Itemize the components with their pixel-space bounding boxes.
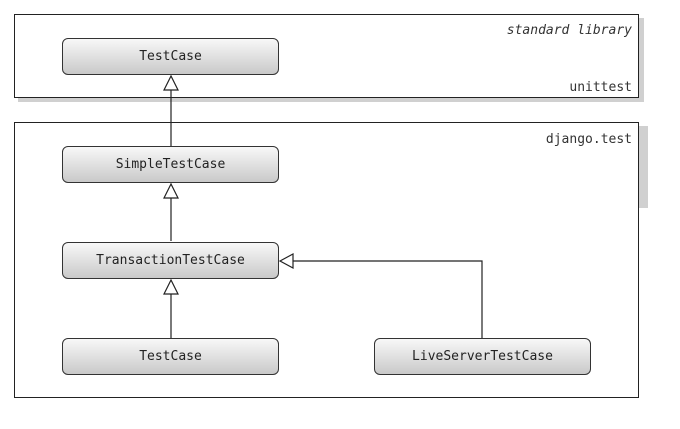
standard-library-caption: standard library [506, 23, 632, 38]
unittest-package-name: unittest [569, 80, 632, 95]
transaction-inherit-arrowhead [163, 278, 179, 295]
django-test-package-name: django.test [545, 132, 632, 147]
testcase-inherit-arrowhead [163, 74, 179, 91]
liveservertestcase-class: LiveServerTestCase [374, 338, 591, 375]
liveserver-inherit-arrowhead [278, 252, 294, 270]
simpletestcase-inherit-arrowhead [163, 182, 179, 199]
unittest-testcase-class: TestCase [62, 38, 279, 75]
django-testcase-class: TestCase [62, 338, 279, 375]
simpletestcase-class: SimpleTestCase [62, 146, 279, 183]
liveserver-to-transaction-line [293, 260, 483, 338]
transactiontestcase-class: TransactionTestCase [62, 242, 279, 279]
